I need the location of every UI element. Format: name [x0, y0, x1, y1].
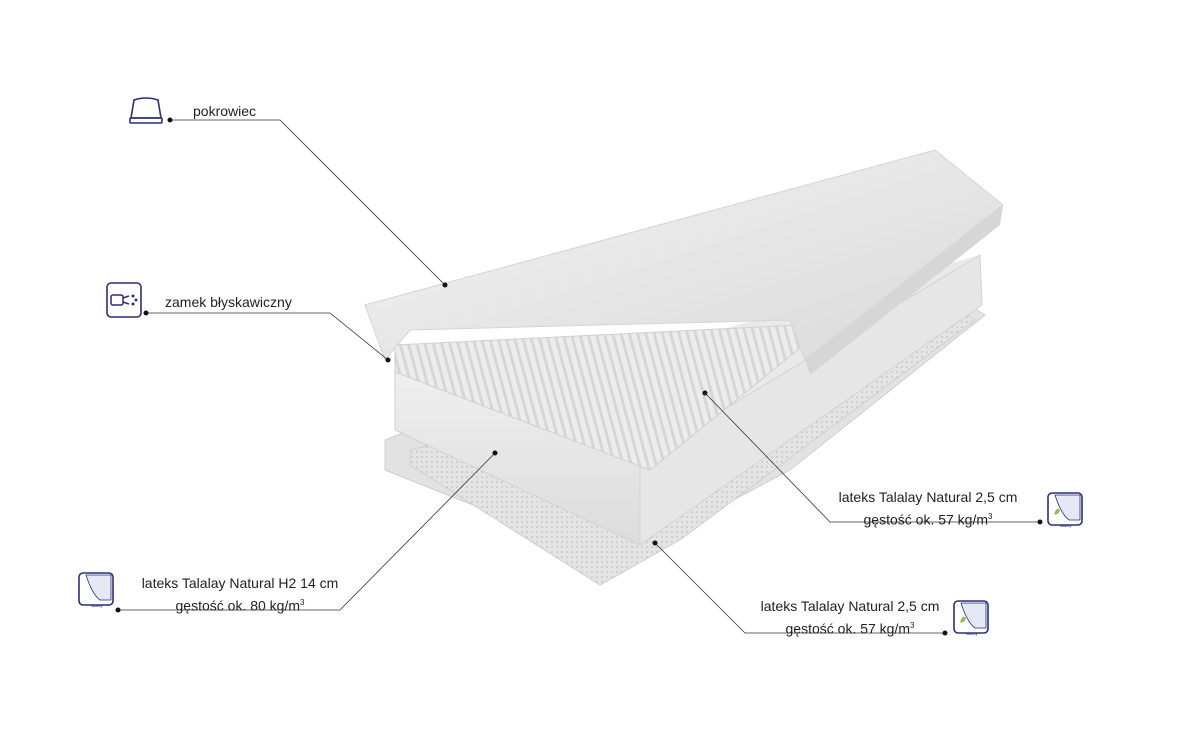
talalay-latex-icon	[1047, 492, 1083, 526]
density-text: gęstość ok. 80 kg/m	[175, 597, 301, 614]
latex-core-label: lateks Talalay Natural H2 14 cm gęstość …	[130, 574, 350, 616]
latex-top-line1: lateks Talalay Natural 2,5 cm	[838, 489, 1018, 505]
density-text: gęstość ok. 57 kg/m	[785, 620, 911, 637]
zipper-icon	[106, 282, 142, 318]
latex-top-line2: gęstość ok. 57 kg/m3	[838, 507, 1018, 530]
latex-bottom-line2: gęstość ok. 57 kg/m3	[752, 616, 948, 639]
leader-cover	[170, 119, 446, 286]
leader-zipper	[146, 312, 389, 361]
latex-core-icon: Talalay	[78, 572, 114, 608]
top-latex-layer	[394, 324, 811, 471]
zipper-label: zamek błyskawiczny	[165, 294, 292, 310]
cover-top	[364, 149, 1004, 361]
latex-bottom-label: lateks Talalay Natural 2,5 cm gęstość ok…	[752, 597, 948, 639]
latex-core-line1: lateks Talalay Natural H2 14 cm	[141, 575, 339, 591]
latex-core-line2: gęstość ok. 80 kg/m3	[130, 593, 350, 616]
latex-bottom-line1: lateks Talalay Natural 2,5 cm	[760, 598, 940, 614]
latex-bottom-icon: Talalay	[953, 600, 989, 636]
talalay-latex-icon	[953, 600, 989, 634]
superscript: 3	[988, 512, 993, 521]
mattress-cover-icon	[129, 97, 163, 124]
leader-latex-top	[704, 392, 1040, 523]
superscript: 3	[910, 621, 915, 630]
superscript: 3	[300, 598, 305, 607]
leader-latex-core	[118, 452, 496, 611]
leader-latex-bottom	[654, 542, 945, 634]
cover-label: pokrowiec	[193, 103, 257, 119]
latex-top-icon: Talalay	[1047, 492, 1083, 528]
latex-top-label: lateks Talalay Natural 2,5 cm gęstość ok…	[838, 488, 1018, 530]
density-text: gęstość ok. 57 kg/m	[863, 511, 989, 528]
talalay-latex-icon	[78, 572, 114, 606]
